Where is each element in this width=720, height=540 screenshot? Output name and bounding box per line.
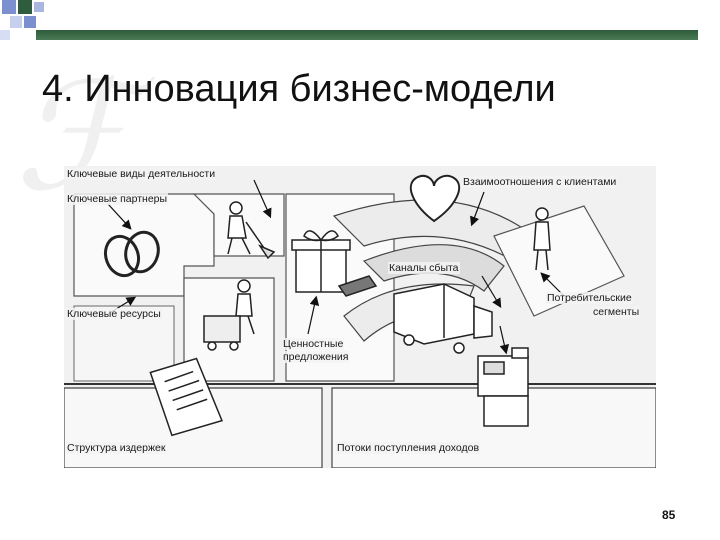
label-key-partners: Ключевые партнеры xyxy=(66,193,169,205)
label-revenue-streams: Потоки поступления доходов xyxy=(336,442,481,454)
truck-icon xyxy=(393,283,493,354)
label-channels: Каналы сбыта xyxy=(388,262,460,274)
label-customer-relationships: Взаимоотношения с клиентами xyxy=(462,176,618,188)
rings-icon xyxy=(103,230,160,278)
label-customer-segments-1: Потребительские xyxy=(546,292,633,304)
business-model-canvas: Ключевые виды деятельности Ключевые парт… xyxy=(63,166,657,469)
slide-title: 4. Инновация бизнес-модели xyxy=(42,68,556,110)
cash-register-icon xyxy=(477,347,529,427)
worker-icon xyxy=(227,201,276,260)
label-customer-segments-2: сегменты xyxy=(592,306,641,318)
customer-segments-block xyxy=(493,205,625,317)
label-cost-structure: Структура издержек xyxy=(66,442,167,454)
label-key-resources: Ключевые ресурсы xyxy=(66,308,162,320)
canvas-sketch xyxy=(63,166,657,469)
person-icon xyxy=(533,207,551,271)
receipt-icon xyxy=(149,357,223,437)
label-key-activities: Ключевые виды деятельности xyxy=(66,168,217,180)
heart-icon xyxy=(409,174,461,223)
label-value-proposition-2: предложения xyxy=(282,351,350,363)
page-number: 85 xyxy=(662,508,676,522)
forklift-worker-icon xyxy=(203,279,255,351)
corner-decoration xyxy=(0,0,44,40)
gift-box-icon xyxy=(291,230,378,297)
label-value-proposition-1: Ценностные xyxy=(282,338,345,350)
header-rule xyxy=(36,30,698,40)
